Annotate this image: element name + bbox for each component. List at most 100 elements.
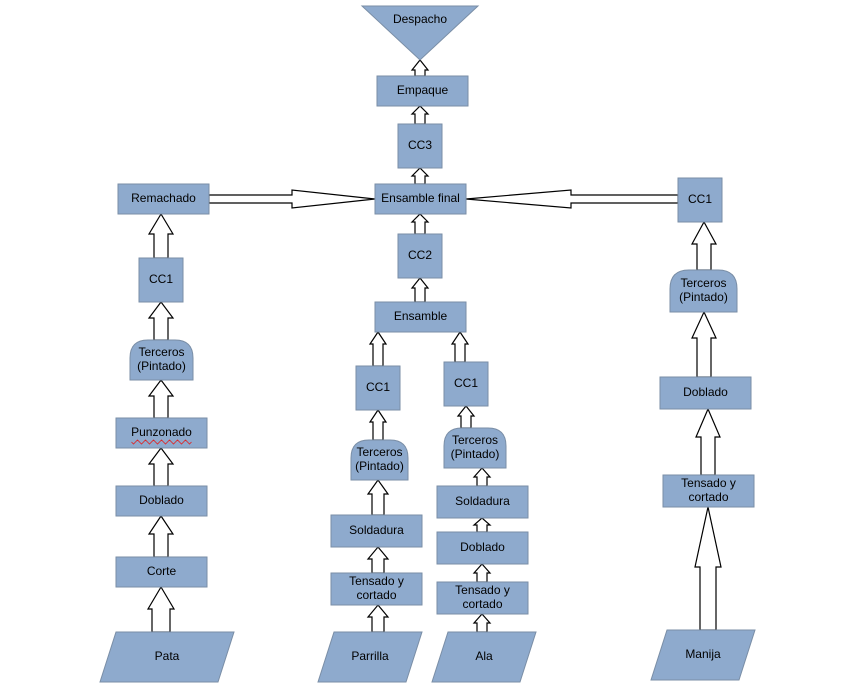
node-tensado-parrilla-label-line-1: Tensado y bbox=[349, 574, 404, 588]
node-cc1-ala: CC1 bbox=[443, 361, 489, 407]
node-soldadura-ala-shape bbox=[436, 485, 529, 519]
node-terceros-manija-label-line-2: (Pintado) bbox=[679, 290, 728, 304]
node-cc1-parrilla-shape bbox=[355, 365, 401, 411]
node-terceros-pata-label-line-1: Terceros bbox=[138, 345, 184, 359]
flow-arrow-2 bbox=[410, 105, 430, 125]
flow-arrow-23 bbox=[690, 220, 718, 271]
flow-arrow-22 bbox=[472, 613, 492, 633]
flow-arrow-6 bbox=[147, 212, 175, 259]
flow-arrow-26 bbox=[694, 506, 722, 631]
node-pata: Pata bbox=[99, 631, 235, 683]
node-parrilla: Parrilla bbox=[317, 631, 423, 683]
flow-arrow-16 bbox=[366, 604, 390, 633]
node-corte-shape bbox=[115, 556, 208, 588]
flow-arrow-3 bbox=[410, 167, 430, 185]
node-terceros-ala-shape bbox=[443, 427, 507, 469]
node-ala: Ala bbox=[431, 631, 537, 683]
node-terceros-manija-shape bbox=[669, 269, 738, 313]
node-remachado-label: Remachado bbox=[131, 191, 196, 205]
arrows-layer bbox=[146, 59, 722, 633]
flow-arrow-13 bbox=[368, 408, 388, 441]
node-tensado-manija-label-line-2: cortado bbox=[688, 490, 728, 504]
flow-arrow-11 bbox=[146, 585, 176, 633]
node-cc1-right-shape bbox=[677, 177, 723, 223]
node-tensado-manija-shape bbox=[662, 474, 755, 508]
node-doblado-pata-label: Doblado bbox=[139, 493, 184, 507]
flow-arrow-8 bbox=[147, 379, 175, 419]
flow-arrow-7 bbox=[147, 301, 175, 341]
node-cc1-parrilla-label: CC1 bbox=[366, 380, 390, 394]
node-cc1-ala-shape bbox=[443, 361, 489, 407]
node-terceros-pata-shape bbox=[129, 339, 194, 381]
node-soldadura-parrilla-shape bbox=[330, 514, 423, 548]
node-empaque: Empaque bbox=[376, 75, 469, 107]
node-terceros-ala-label-line-2: (Pintado) bbox=[451, 447, 500, 461]
node-despacho-shape bbox=[360, 5, 480, 61]
node-tensado-ala-label-line-1: Tensado y bbox=[455, 583, 510, 597]
node-doblado-manija: Doblado bbox=[659, 376, 752, 410]
node-terceros-parrilla: Terceros(Pintado) bbox=[350, 439, 409, 481]
node-manija: Manija bbox=[650, 629, 756, 681]
node-ensamble-label: Ensamble bbox=[394, 309, 448, 323]
node-punzonado-shape bbox=[115, 417, 208, 449]
node-corte-label: Corte bbox=[147, 564, 177, 578]
flow-arrow-18 bbox=[456, 405, 476, 429]
flow-arrow-19 bbox=[472, 467, 492, 487]
flow-arrow-9 bbox=[147, 447, 175, 487]
flow-arrow-21 bbox=[472, 563, 492, 583]
node-punzonado-label: Punzonado bbox=[131, 425, 192, 439]
node-soldadura-ala: Soldadura bbox=[436, 485, 529, 519]
node-empaque-shape bbox=[376, 75, 469, 107]
node-cc1-right-label: CC1 bbox=[688, 192, 712, 206]
node-tensado-ala-label-line-2: cortado bbox=[462, 597, 502, 611]
node-ala-label: Ala bbox=[475, 649, 493, 663]
node-doblado-ala-label: Doblado bbox=[460, 540, 505, 554]
node-manija-shape bbox=[650, 629, 756, 681]
node-doblado-pata-shape bbox=[115, 485, 208, 517]
node-tensado-parrilla-shape bbox=[330, 572, 423, 606]
node-ensamble-final: Ensamble final bbox=[374, 183, 467, 215]
node-punzonado: Punzonado bbox=[115, 417, 208, 449]
flow-arrow-20 bbox=[472, 517, 492, 533]
flow-arrow-10 bbox=[147, 514, 175, 558]
node-doblado-manija-shape bbox=[659, 376, 752, 410]
flow-arrow-17 bbox=[450, 330, 470, 363]
node-cc1-right: CC1 bbox=[677, 177, 723, 223]
node-cc2-label: CC2 bbox=[408, 248, 432, 262]
node-ensamble-shape bbox=[374, 301, 467, 333]
node-tensado-manija-label-line-1: Tensado y bbox=[681, 476, 736, 490]
node-parrilla-shape bbox=[317, 631, 423, 683]
flow-arrow-15 bbox=[366, 546, 390, 574]
node-terceros-manija-label-line-1: Terceros bbox=[680, 276, 726, 290]
node-despacho: Despacho bbox=[360, 5, 480, 61]
node-doblado-ala-shape bbox=[436, 531, 529, 565]
flow-arrow-14 bbox=[366, 478, 390, 516]
node-doblado-manija-label: Doblado bbox=[683, 385, 728, 399]
flow-arrow-5 bbox=[410, 277, 430, 303]
node-doblado-ala: Doblado bbox=[436, 531, 529, 565]
flow-arrow-12 bbox=[368, 330, 388, 367]
node-empaque-label: Empaque bbox=[397, 83, 449, 97]
node-terceros-parrilla-shape bbox=[350, 439, 409, 481]
flow-arrow-24 bbox=[691, 310, 717, 378]
node-terceros-pata-label-line-2: (Pintado) bbox=[137, 359, 186, 373]
node-manija-label: Manija bbox=[685, 647, 721, 661]
node-terceros-manija: Terceros(Pintado) bbox=[669, 269, 738, 313]
node-pata-shape bbox=[99, 631, 235, 683]
node-soldadura-parrilla-label: Soldadura bbox=[349, 523, 404, 537]
node-cc1-pata-label: CC1 bbox=[149, 272, 173, 286]
node-ensamble: Ensamble bbox=[374, 301, 467, 333]
node-terceros-parrilla-label-line-2: (Pintado) bbox=[355, 459, 404, 473]
node-terceros-ala-label-line-1: Terceros bbox=[452, 433, 498, 447]
node-cc3-shape bbox=[397, 123, 443, 169]
node-terceros-ala: Terceros(Pintado) bbox=[443, 427, 507, 469]
node-cc2-shape bbox=[397, 233, 443, 279]
node-cc2: CC2 bbox=[397, 233, 443, 279]
node-tensado-parrilla-label-line-2: cortado bbox=[356, 588, 396, 602]
node-remachado: Remachado bbox=[117, 183, 210, 215]
